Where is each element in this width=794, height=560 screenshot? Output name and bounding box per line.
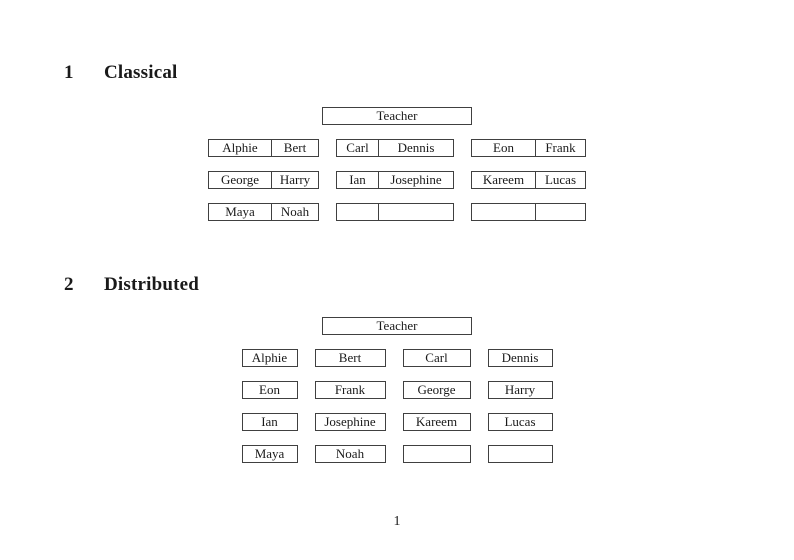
desk: Maya Noah bbox=[208, 203, 319, 221]
desk: Eon bbox=[241, 381, 298, 399]
seat-harry: Harry bbox=[504, 382, 536, 397]
desk: Carl Dennis bbox=[336, 139, 454, 157]
seat-empty bbox=[378, 204, 453, 220]
seat-noah: Noah bbox=[335, 446, 365, 461]
section-heading-distributed: 2 Distributed bbox=[64, 273, 199, 297]
seat-kareem: Kareem bbox=[415, 414, 458, 429]
seat-empty bbox=[535, 204, 585, 220]
seat-maya: Maya bbox=[254, 446, 285, 461]
seat-lucas: Lucas bbox=[535, 172, 585, 188]
desk-row: Maya Noah bbox=[208, 203, 586, 221]
desk: Dennis bbox=[487, 349, 553, 367]
seat-carl: Carl bbox=[346, 140, 369, 155]
seat-josephine: Josephine bbox=[324, 414, 376, 429]
desk-row: Alphie Bert Carl Dennis Eon Frank bbox=[208, 139, 586, 157]
seat-alphie: Alphie bbox=[251, 350, 288, 365]
seat-carl: Carl bbox=[425, 350, 448, 365]
teacher-box: Teacher bbox=[322, 107, 472, 125]
desk-row: George Harry Ian Josephine Kareem Lucas bbox=[208, 171, 586, 189]
seat-lucas: Lucas bbox=[504, 414, 536, 429]
seat-ian: Ian bbox=[261, 414, 278, 429]
section-title: Distributed bbox=[103, 274, 200, 295]
desk: Josephine bbox=[314, 413, 386, 431]
desk: Noah bbox=[314, 445, 386, 463]
desk bbox=[402, 445, 471, 463]
desk: Carl bbox=[402, 349, 471, 367]
section-heading-classical: 1 Classical bbox=[64, 61, 178, 85]
desk: Kareem Lucas bbox=[471, 171, 586, 189]
section-number: 1 bbox=[64, 62, 74, 83]
desk: Harry bbox=[487, 381, 553, 399]
seat-dennis: Dennis bbox=[378, 140, 453, 156]
seat-george: George bbox=[417, 382, 456, 397]
section-title: Classical bbox=[103, 62, 178, 83]
seat-harry: Harry bbox=[271, 172, 318, 188]
desk: Ian Josephine bbox=[336, 171, 454, 189]
seat-eon: Eon bbox=[259, 382, 280, 397]
desk: Ian bbox=[241, 413, 298, 431]
desk bbox=[471, 203, 586, 221]
seat-empty bbox=[404, 446, 470, 462]
desk: Eon Frank bbox=[471, 139, 586, 157]
seat-bert: Bert bbox=[338, 350, 362, 365]
desk: Maya bbox=[241, 445, 298, 463]
desk: Alphie bbox=[241, 349, 298, 367]
desk-row: Maya Noah bbox=[241, 445, 553, 463]
seat-josephine: Josephine bbox=[378, 172, 453, 188]
teacher-box: Teacher bbox=[322, 317, 472, 335]
desk-row: Eon Frank George Harry bbox=[241, 381, 553, 399]
desk: Kareem bbox=[402, 413, 471, 431]
seat-george: George bbox=[220, 172, 260, 187]
seat-ian: Ian bbox=[349, 172, 366, 187]
seat-bert: Bert bbox=[271, 140, 318, 156]
desk bbox=[336, 203, 454, 221]
desk: George bbox=[402, 381, 471, 399]
seat-noah: Noah bbox=[271, 204, 318, 220]
seat-frank: Frank bbox=[334, 382, 366, 397]
section-number: 2 bbox=[64, 274, 74, 295]
desk bbox=[487, 445, 553, 463]
seat-alphie: Alphie bbox=[222, 140, 258, 155]
seat-empty bbox=[489, 446, 552, 462]
desk-row: Ian Josephine Kareem Lucas bbox=[241, 413, 553, 431]
seat-maya: Maya bbox=[225, 204, 255, 219]
seat-empty bbox=[472, 204, 535, 220]
seat-empty bbox=[337, 204, 378, 220]
desk: Frank bbox=[314, 381, 386, 399]
seat-dennis: Dennis bbox=[501, 350, 539, 365]
desk: George Harry bbox=[208, 171, 319, 189]
seat-eon: Eon bbox=[493, 140, 514, 155]
seat-kareem: Kareem bbox=[482, 172, 525, 187]
desk: Alphie Bert bbox=[208, 139, 319, 157]
desk-row: Alphie Bert Carl Dennis bbox=[241, 349, 553, 367]
page-number: 1 bbox=[393, 514, 401, 529]
seat-frank: Frank bbox=[535, 140, 585, 156]
desk: Bert bbox=[314, 349, 386, 367]
desk: Lucas bbox=[487, 413, 553, 431]
